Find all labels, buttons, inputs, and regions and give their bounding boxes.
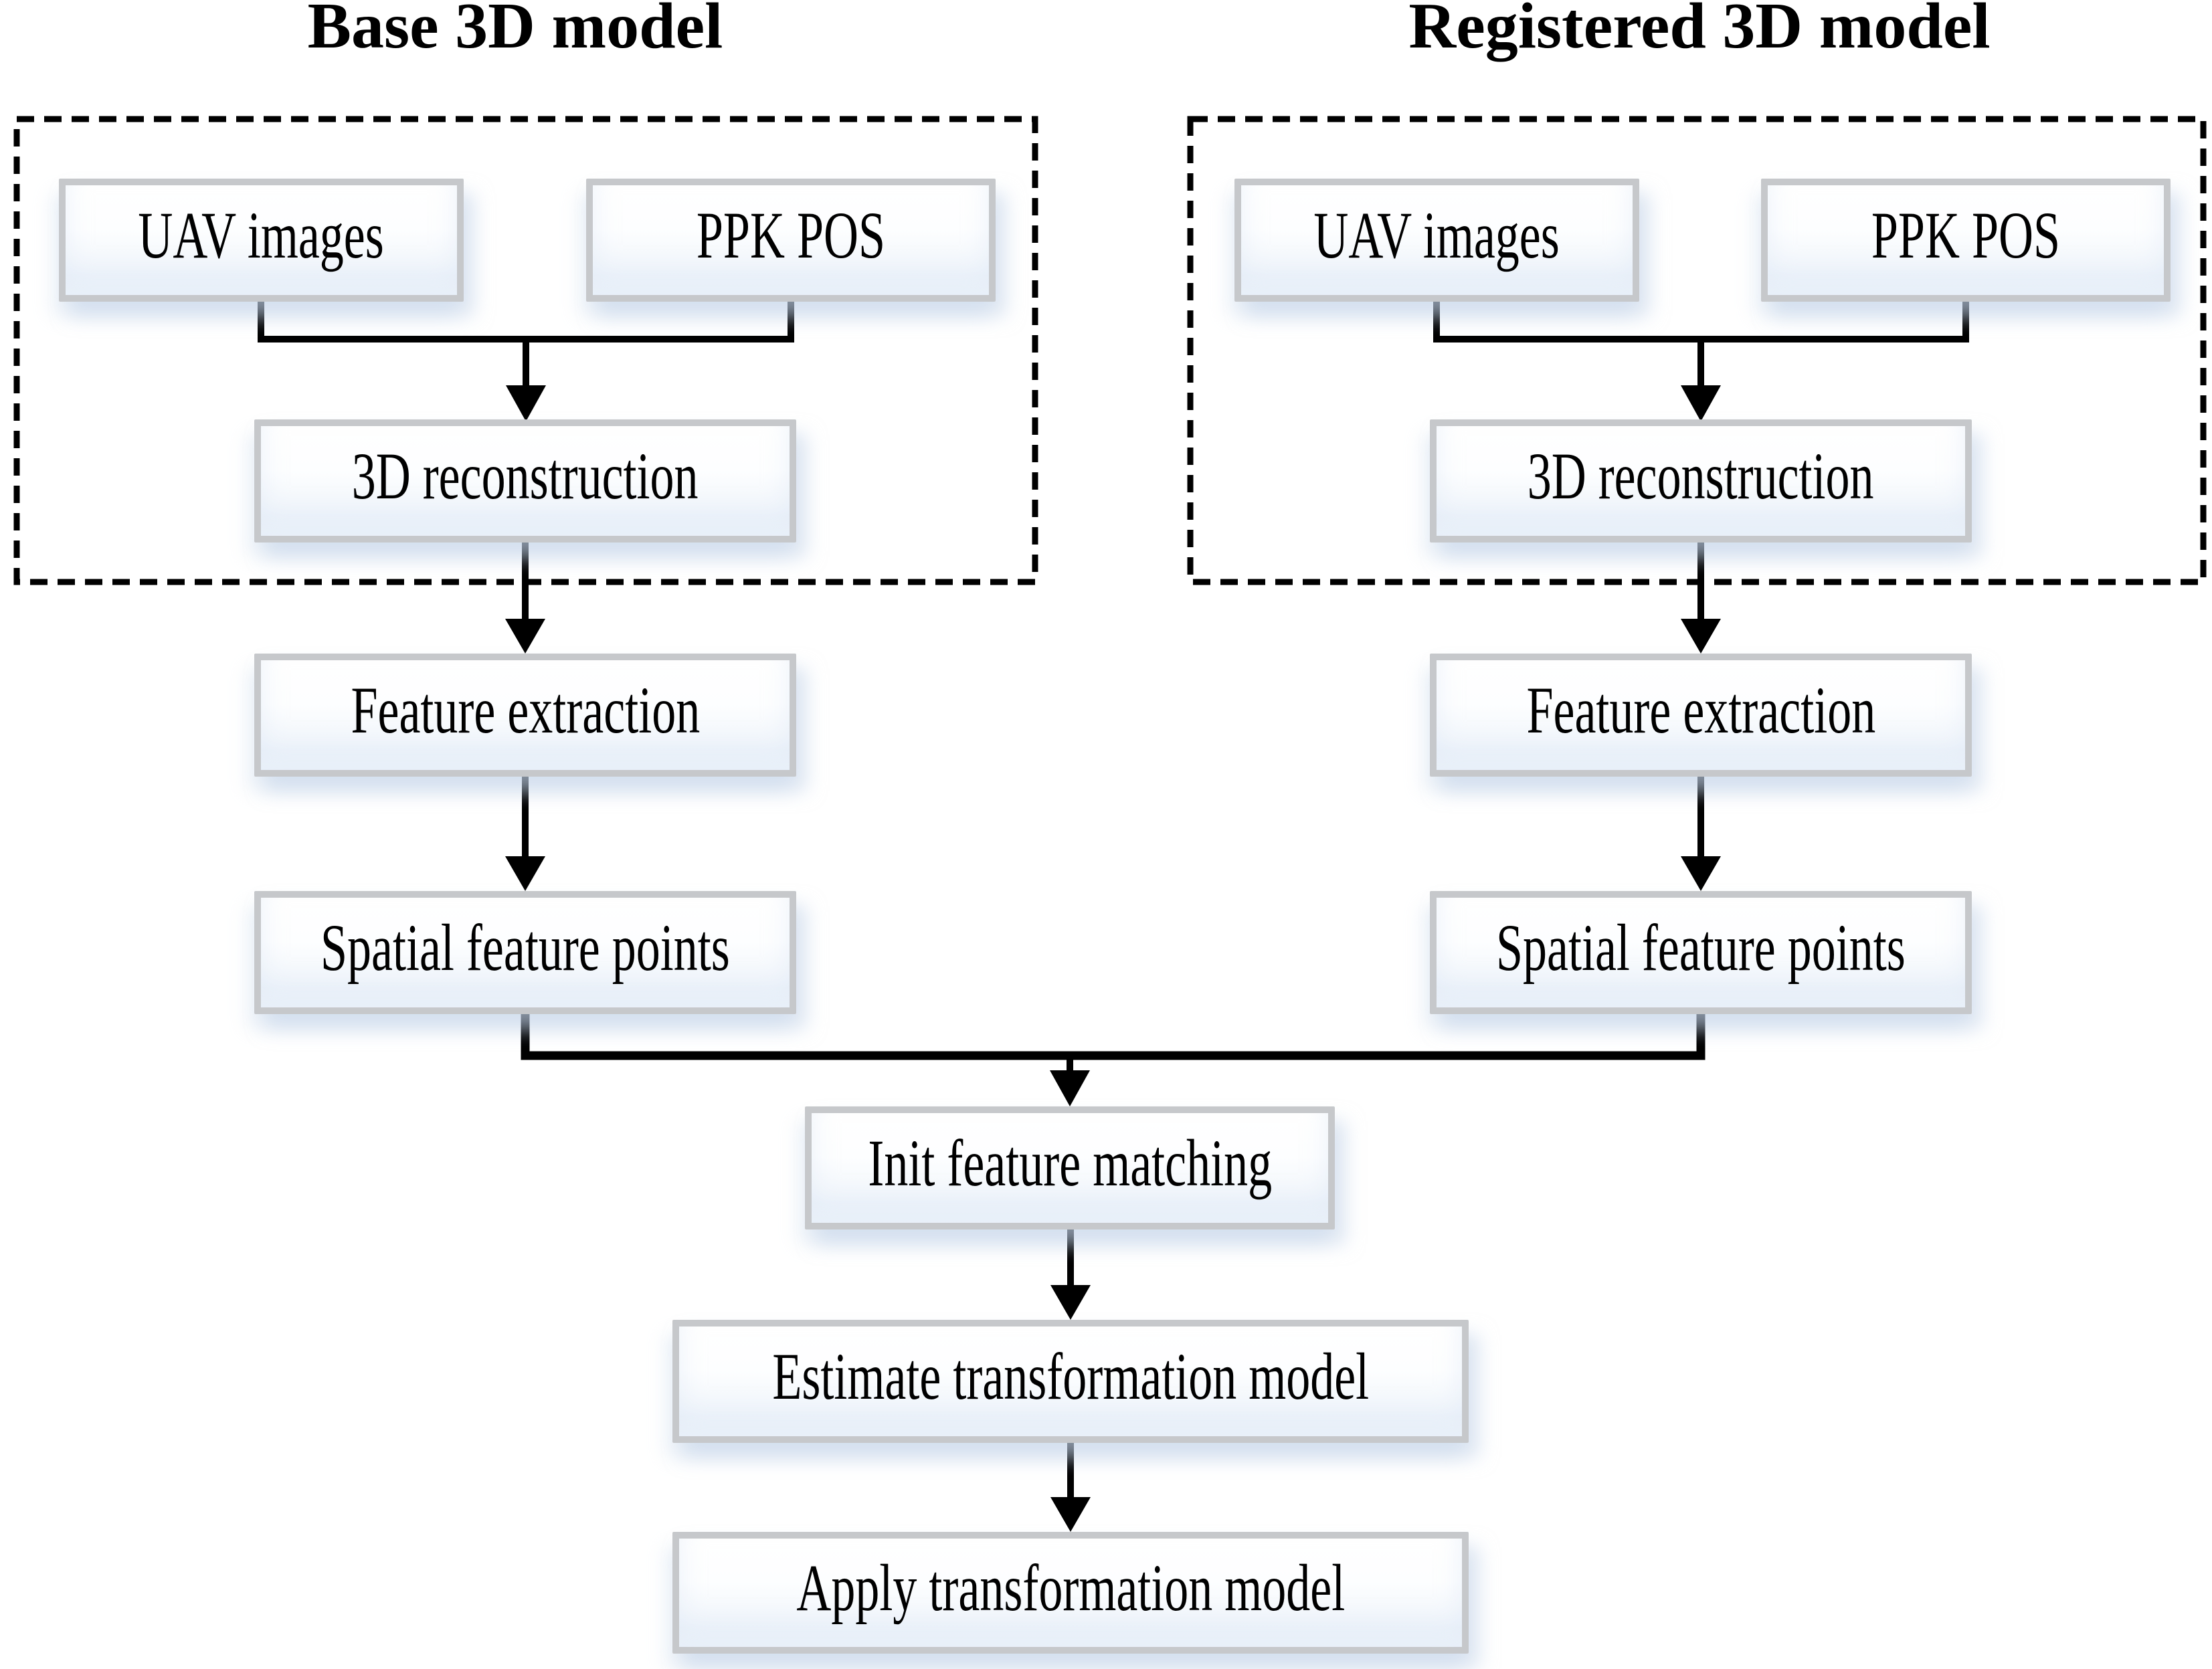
node-init-feature-matching: Init feature matching bbox=[805, 1106, 1335, 1230]
node-3d-reconstruction-base: 3D reconstruction bbox=[254, 419, 796, 543]
node-label: Feature extraction bbox=[1526, 673, 1875, 747]
arrowhead-left-to-spatial bbox=[505, 856, 545, 891]
node-spatial-feature-points-base: Spatial feature points bbox=[254, 891, 796, 1014]
node-label: 3D reconstruction bbox=[1528, 439, 1874, 513]
title-base-3d-model: Base 3D model bbox=[307, 0, 723, 62]
node-label: PPK POS bbox=[696, 198, 886, 272]
dashed-border-registered-group bbox=[1187, 116, 2207, 585]
connector-left-inputs-merge bbox=[258, 302, 794, 342]
node-label: Estimate transformation model bbox=[772, 1339, 1369, 1413]
node-ppk-pos-base: PPK POS bbox=[586, 179, 996, 302]
node-label: UAV images bbox=[138, 198, 385, 272]
arrowhead-right-to-reconstruction bbox=[1681, 385, 1721, 421]
node-uav-images-registered: UAV images bbox=[1234, 179, 1639, 302]
arrowhead-right-to-spatial bbox=[1681, 856, 1721, 891]
node-label: Spatial feature points bbox=[1496, 910, 1906, 985]
connector-spatial-merge-line bbox=[521, 1014, 1706, 1060]
arrowhead-to-apply bbox=[1050, 1497, 1091, 1532]
node-spatial-feature-points-registered: Spatial feature points bbox=[1430, 891, 1972, 1014]
arrowhead-to-estimate bbox=[1050, 1285, 1091, 1320]
arrowhead-right-to-feature bbox=[1681, 619, 1721, 654]
title-registered-3d-model: Registered 3D model bbox=[1408, 0, 1991, 62]
node-estimate-transformation-model: Estimate transformation model bbox=[672, 1320, 1469, 1443]
node-label: Spatial feature points bbox=[320, 910, 730, 985]
node-label: UAV images bbox=[1313, 198, 1560, 272]
node-apply-transformation-model: Apply transformation model bbox=[672, 1532, 1469, 1654]
node-label: Apply transformation model bbox=[796, 1551, 1345, 1625]
arrowhead-to-init-matching bbox=[1050, 1070, 1090, 1106]
node-label: Init feature matching bbox=[868, 1126, 1272, 1200]
node-label: PPK POS bbox=[1871, 198, 2061, 272]
node-feature-extraction-registered: Feature extraction bbox=[1430, 654, 1972, 777]
node-3d-reconstruction-registered: 3D reconstruction bbox=[1430, 419, 1972, 543]
connector-right-inputs-merge bbox=[1433, 302, 1969, 342]
node-ppk-pos-registered: PPK POS bbox=[1761, 179, 2171, 302]
arrowhead-left-to-reconstruction bbox=[506, 385, 546, 421]
arrowhead-left-to-feature bbox=[505, 619, 545, 654]
node-uav-images-base: UAV images bbox=[59, 179, 464, 302]
node-feature-extraction-base: Feature extraction bbox=[254, 654, 796, 777]
node-label: Feature extraction bbox=[351, 673, 700, 747]
node-label: 3D reconstruction bbox=[352, 439, 699, 513]
